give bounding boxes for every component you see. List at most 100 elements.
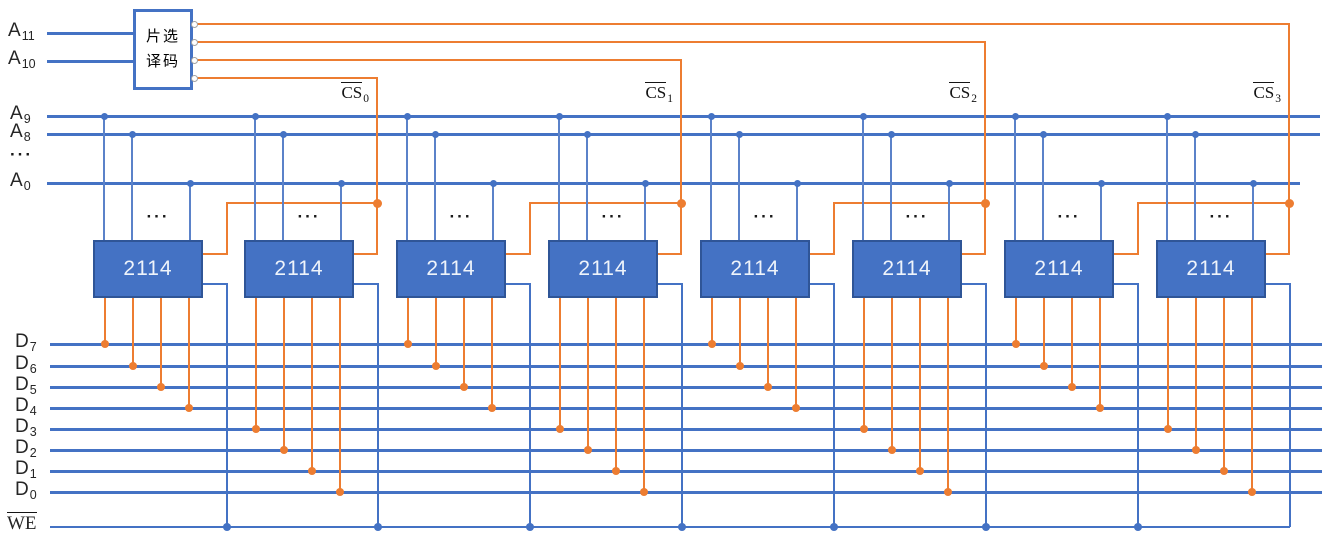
cs3-branch-drop: [1136, 203, 1140, 256]
chip6-we-tap-dot: [982, 523, 990, 531]
chip5-address-drop-a0: [796, 183, 798, 240]
chip1-address-drop-a9: [103, 116, 105, 240]
chip-select-text: CS: [1253, 83, 1275, 102]
chip8-address-drop-a9: [1166, 116, 1168, 240]
chip7-data-drop-d7: [1014, 298, 1018, 344]
address-bus-subscript: 9: [23, 112, 31, 126]
chip-select-overline: CS: [341, 82, 363, 102]
chip8-data-drop-d1: [1222, 298, 1226, 471]
chip7-address-drop-a8: [1042, 134, 1044, 240]
chip1-we-tap-dot: [223, 523, 231, 531]
decoder-output-terminal-cs1: [190, 56, 198, 64]
address-bus-label-a0: A0: [10, 169, 31, 194]
chip1-address-drop-a0: [189, 183, 191, 240]
data-bus-d2: [50, 448, 1322, 452]
chip3-address-tap-dot: [489, 179, 497, 187]
chip-select-label-cs2: CS2: [910, 82, 977, 105]
chip6-address-tap-dot: [859, 112, 867, 120]
chip2-address-drop-a0: [340, 183, 342, 240]
chip3-we-drop: [528, 284, 532, 527]
address-bus-subscript: 8: [23, 130, 31, 144]
chip3-we-stub: [506, 282, 532, 286]
chip5-we-drop: [832, 284, 836, 527]
chip6-we-drop: [984, 284, 988, 527]
chip2-data-tap-dot: [308, 467, 316, 475]
chip8-data-drop-d2: [1194, 298, 1198, 450]
chip2-data-drop-d3: [254, 298, 258, 429]
cs2-output-run: [197, 40, 987, 44]
chip2-address-drop-a9: [254, 116, 256, 240]
chip3-data-tap-dot: [432, 362, 440, 370]
chip2-address-tap-dot: [279, 130, 287, 138]
cs1-output-run: [197, 58, 683, 62]
chip-label: 2114: [1186, 257, 1236, 280]
chip6-data-drop-d2: [890, 298, 894, 450]
chip5-address-tap-dot: [707, 112, 715, 120]
chip-label: 2114: [882, 257, 932, 280]
cs0-entry-left-chip: [203, 252, 229, 256]
data-bus-label-d3: D3: [15, 415, 37, 440]
chip1-data-drop-d7: [103, 298, 107, 344]
decoder-output-terminal-cs3: [190, 20, 198, 28]
chip1-data-drop-d5: [159, 298, 163, 387]
chip-select-subscript: 1: [667, 93, 673, 105]
chip6-2114: 2114: [852, 240, 962, 298]
cs0-output-run: [197, 76, 379, 80]
decoder-output-terminal-cs0: [190, 74, 198, 82]
chip7-data-drop-d5: [1070, 298, 1074, 387]
chip6-data-tap-dot: [888, 446, 896, 454]
address-ellipsis: ···: [10, 145, 33, 164]
chip6-data-drop-d1: [918, 298, 922, 471]
cs0-drop: [375, 78, 379, 256]
chip2-data-tap-dot: [280, 446, 288, 454]
chip8-address-tap-dot: [1249, 179, 1257, 187]
chip-label: 2114: [426, 257, 476, 280]
data-bus-subscript: 5: [29, 383, 37, 397]
chip7-2114: 2114: [1004, 240, 1114, 298]
chip1-data-drop-d4: [187, 298, 191, 408]
chip7-data-tap-dot: [1068, 383, 1076, 391]
chip8-address-tap-dot: [1163, 112, 1171, 120]
data-bus-label-d1: D1: [15, 457, 37, 482]
cs3-drop: [1287, 24, 1291, 256]
chip-select-subscript: 3: [1275, 93, 1281, 105]
data-bus-label-d4: D4: [15, 394, 37, 419]
address-input-line-a11: [47, 31, 133, 35]
chip6-we-stub: [962, 282, 988, 286]
chip3-2114: 2114: [396, 240, 506, 298]
chip7-address-ellipsis: ···: [1057, 207, 1081, 226]
chip8-data-tap-dot: [1164, 425, 1172, 433]
chip3-data-tap-dot: [404, 340, 412, 348]
decoder-label-line1: 片选: [145, 27, 180, 45]
chip2-data-drop-d1: [310, 298, 314, 471]
chip4-we-tap-dot: [678, 523, 686, 531]
address-bus-a9: [47, 114, 1320, 118]
chip1-address-tap-dot: [186, 179, 194, 187]
data-bus-subscript: 0: [29, 488, 37, 502]
chip8-2114: 2114: [1156, 240, 1266, 298]
data-bus-base: D: [15, 331, 29, 352]
chip7-we-tap-dot: [1134, 523, 1142, 531]
data-bus-d1: [50, 469, 1322, 473]
chip7-data-drop-d6: [1042, 298, 1046, 366]
chip-select-text: CS: [341, 83, 363, 102]
cs0-branch-run: [225, 201, 377, 205]
data-bus-d4: [50, 406, 1322, 410]
data-bus-base: D: [15, 416, 29, 437]
cs1-drop: [679, 60, 683, 256]
chip4-data-drop-d2: [586, 298, 590, 450]
chip-select-subscript: 0: [363, 93, 369, 105]
chip3-address-tap-dot: [403, 112, 411, 120]
chip5-address-tap-dot: [793, 179, 801, 187]
chip2-data-tap-dot: [336, 488, 344, 496]
chip3-address-drop-a0: [492, 183, 494, 240]
chip4-address-drop-a8: [586, 134, 588, 240]
chip-label: 2114: [1034, 257, 1084, 280]
chip6-address-drop-a0: [948, 183, 950, 240]
chip-label: 2114: [123, 257, 173, 280]
chip7-data-tap-dot: [1096, 404, 1104, 412]
write-enable-label: WE: [7, 512, 37, 536]
chip2-we-tap-dot: [374, 523, 382, 531]
chip2-2114: 2114: [244, 240, 354, 298]
data-bus-base: D: [15, 395, 29, 416]
